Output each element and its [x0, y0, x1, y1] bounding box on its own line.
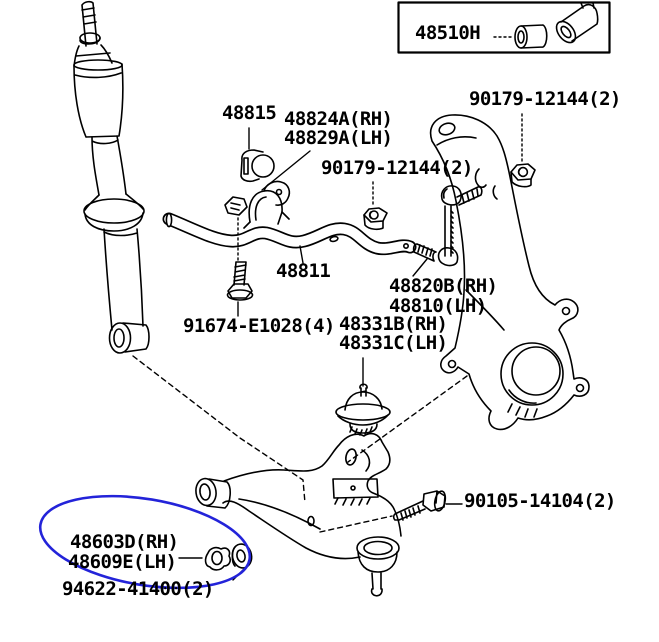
annotation-ellipse [38, 494, 252, 590]
leader-48824a [261, 150, 311, 191]
part-label-48829a: 48829A(LH) [284, 127, 393, 149]
shock-to-arm-line [132, 355, 306, 504]
part-label-48811: 48811 [276, 260, 331, 282]
part-label-48820b: 48820B(RH) [389, 275, 498, 297]
assembly-dash-lines [132, 355, 468, 533]
lower-control-arm-drawing [195, 432, 402, 597]
stabilizer-link-drawing [412, 185, 483, 267]
arm-bolt-drawing [392, 490, 447, 521]
arm-to-bolt-line [319, 515, 393, 533]
leader-48820b [412, 258, 428, 277]
stabilizer-bracket-drawing [224, 180, 291, 229]
knuckle-nut-drawing [510, 163, 536, 188]
part-label-48824a: 48824A(RH) [284, 108, 393, 130]
part-label-48609e: 48609E(LH) [68, 551, 177, 573]
part-label-90179-top: 90179-12144(2) [469, 88, 621, 110]
part-label-48815: 48815 [222, 102, 277, 124]
part-label-48331b: 48331B(RH) [339, 313, 448, 335]
part-label-48810: 48810(LH) [389, 295, 487, 317]
bracket-bolt-drawing [226, 261, 254, 301]
part-label-90179-mid: 90179-12144(2) [321, 157, 473, 179]
bushing-large-drawing [555, 2, 599, 44]
part-label-48331c: 48331C(LH) [339, 332, 448, 354]
bushing-small-drawing [514, 24, 548, 49]
part-label-48603d: 48603D(RH) [70, 531, 179, 553]
arm-nut-drawing [204, 546, 231, 571]
part-label-94622: 94622-41400(2) [62, 578, 214, 600]
leader-48811 [299, 245, 304, 264]
part-label-90105: 90105-14104(2) [464, 490, 616, 512]
shock-absorber-drawing [73, 0, 150, 354]
knuckle-to-arm-line [347, 375, 468, 463]
stabilizer-nut-drawing [363, 207, 388, 231]
stabilizer-bushing-drawing [240, 149, 275, 183]
steering-knuckle-drawing [429, 114, 590, 431]
dotted-leader-lines [237, 36, 523, 262]
part-label-48510h: 48510H [415, 22, 481, 44]
part-label-91674: 91674-E1028(4) [183, 315, 335, 337]
part-inset-box [397, 1, 611, 54]
stabilizer-bar-drawing [162, 212, 417, 256]
ball-joint-drawing [335, 383, 391, 436]
